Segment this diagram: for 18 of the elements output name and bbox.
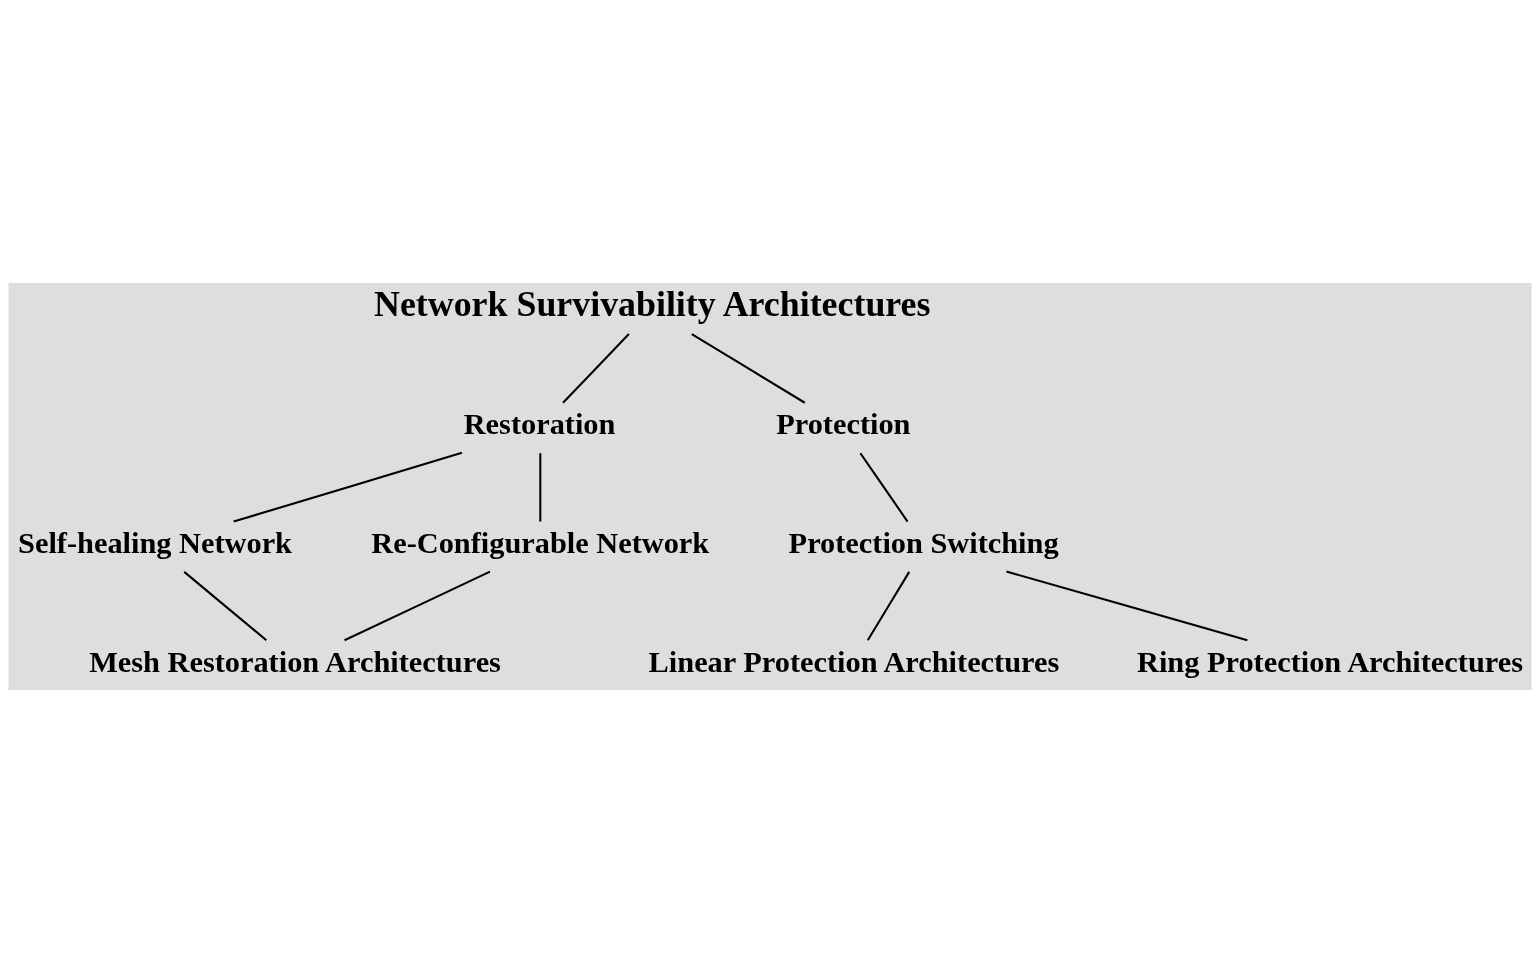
- connector: [183, 571, 267, 641]
- connector: [859, 452, 909, 523]
- connector: [1006, 570, 1248, 642]
- node-text: Protection: [776, 407, 911, 442]
- node-text: Mesh Restoration Architectures: [89, 644, 501, 679]
- node-text: Re-Configurable Network: [371, 525, 710, 560]
- connector: [539, 453, 542, 522]
- node-text: Protection Switching: [788, 525, 1059, 560]
- connector: [233, 451, 463, 523]
- connector: [691, 333, 806, 404]
- node-text: Restoration: [463, 407, 616, 442]
- node-text: Ring Protection Architectures: [1136, 644, 1523, 679]
- connector: [344, 570, 491, 642]
- connector: [562, 333, 630, 404]
- connector: [866, 571, 911, 641]
- node-text: Linear Protection Architectures: [648, 644, 1060, 679]
- node-text: Network Survivability Architectures: [374, 283, 931, 324]
- node-text: Self-healing Network: [18, 525, 293, 560]
